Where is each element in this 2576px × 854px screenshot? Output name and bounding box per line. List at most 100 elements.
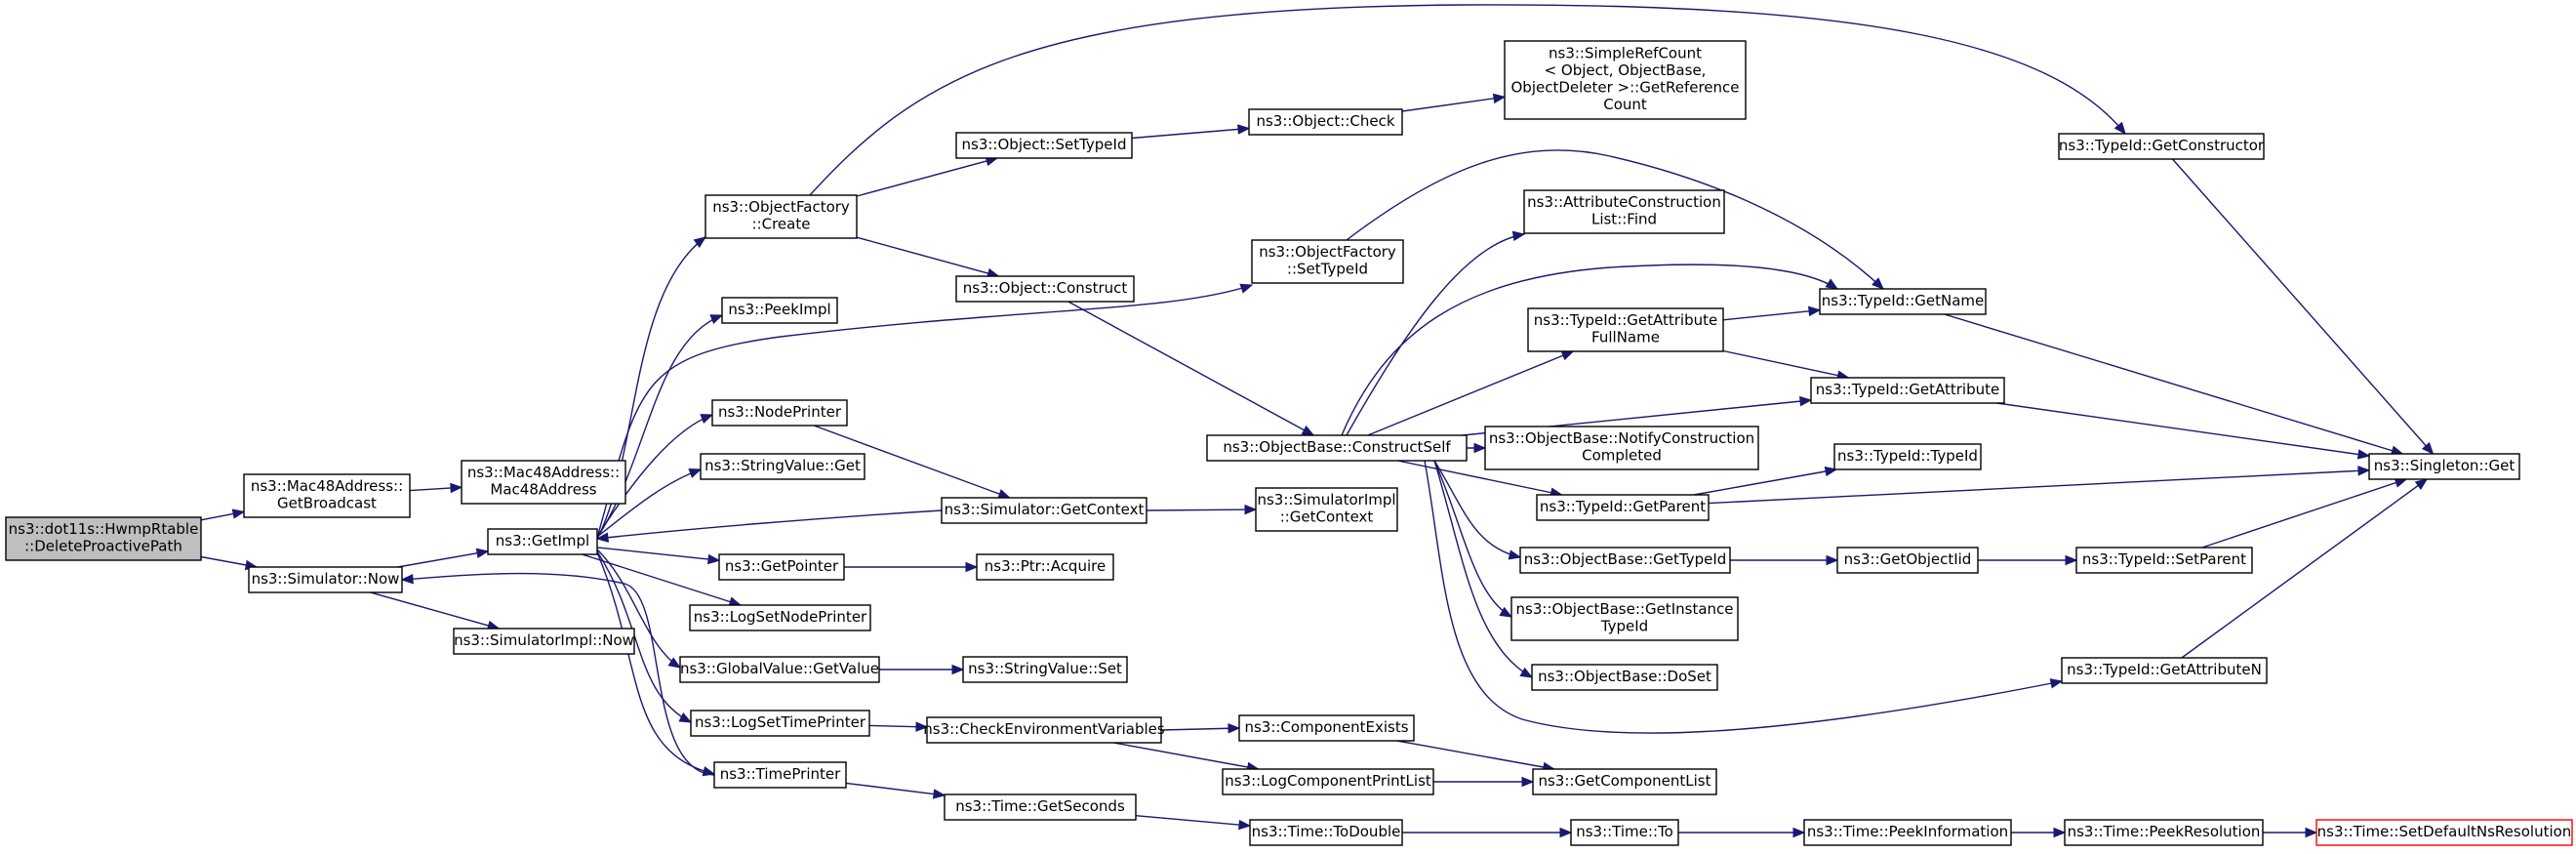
edge-obconstructself-to-tidgetattributen: [1424, 460, 2064, 734]
node-label: ns3::ObjectBase::NotifyConstruction: [1489, 429, 1754, 447]
node-label: ns3::CheckEnvironmentVariables: [923, 720, 1165, 738]
arrowhead-icon: [932, 789, 946, 799]
node-logsettimeprinter[interactable]: ns3::LogSetTimePrinter: [690, 710, 870, 737]
arrowhead-icon: [1492, 93, 1507, 104]
node-logcompprintlist[interactable]: ns3::LogComponentPrintList: [1222, 768, 1434, 795]
edge-ofcreate-to-objconstruct: [856, 236, 1000, 279]
node-timepeekresolution[interactable]: ns3::Time::PeekResolution: [2064, 819, 2264, 846]
node-timesetdefaultns[interactable]: ns3::Time::SetDefaultNsResolution: [2315, 819, 2573, 846]
arrowhead-icon: [693, 236, 707, 249]
node-nodeprinter[interactable]: ns3::NodePrinter: [711, 399, 848, 427]
edge-line: [2171, 158, 2435, 455]
node-tidtypeid[interactable]: ns3::TypeId::TypeId: [1833, 443, 1982, 470]
edge-line: [1146, 508, 1257, 511]
node-box: [976, 553, 1114, 581]
node-obnotifyconstr[interactable]: ns3::ObjectBase::NotifyConstructionCompl…: [1484, 426, 1759, 470]
arrowhead-icon: [1560, 350, 1575, 361]
node-obdoset[interactable]: ns3::ObjectBase::DoSet: [1531, 664, 1718, 691]
node-box: [1238, 714, 1415, 742]
edge-line: [596, 509, 943, 540]
node-mac48ctor[interactable]: ns3::Mac48Address::Mac48Address: [461, 460, 626, 505]
node-ptracquire[interactable]: ns3::Ptr::Acquire: [976, 553, 1114, 581]
node-box: [944, 793, 1137, 821]
edge-getimpl-to-logsettimeprinter: [596, 550, 693, 723]
node-tidgetconstructor[interactable]: ns3::TypeId::GetConstructor: [2058, 133, 2265, 160]
node-label: ns3::TypeId::GetParent: [1540, 498, 1706, 515]
node-tidgetattribute[interactable]: ns3::TypeId::GetAttribute: [1810, 377, 2005, 404]
node-componentexists[interactable]: ns3::ComponentExists: [1238, 714, 1415, 742]
node-label: ns3::PeekImpl: [728, 301, 830, 318]
node-simimplnow[interactable]: ns3::SimulatorImpl::Now: [453, 628, 635, 655]
node-getcomponentlist[interactable]: ns3::GetComponentList: [1532, 768, 1717, 795]
node-getbroadcast[interactable]: ns3::Mac48Address::GetBroadcast: [243, 473, 411, 518]
node-tidgetparent[interactable]: ns3::TypeId::GetParent: [1536, 494, 1710, 521]
node-label: ns3::Time::GetSeconds: [955, 797, 1125, 815]
node-tidsetparent[interactable]: ns3::TypeId::SetParent: [2075, 547, 2253, 574]
node-tidgetattributen[interactable]: ns3::TypeId::GetAttributeN: [2061, 657, 2268, 684]
node-ofcreate[interactable]: ns3::ObjectFactory::Create: [704, 194, 858, 239]
edge-line: [596, 284, 1253, 539]
node-box: [718, 553, 845, 581]
node-box: [248, 566, 403, 593]
node-gvgetvalue[interactable]: ns3::GlobalValue::GetValue: [679, 656, 880, 683]
node-timegetseconds[interactable]: ns3::Time::GetSeconds: [944, 793, 1137, 821]
node-simnow[interactable]: ns3::Simulator::Now: [248, 566, 403, 593]
node-stringvalget[interactable]: ns3::StringValue::Get: [700, 453, 865, 480]
node-obconstructself[interactable]: ns3::ObjectBase::ConstructSelf: [1206, 434, 1468, 462]
node-box: [690, 710, 870, 737]
node-label: ns3::TimePrinter: [720, 765, 841, 783]
edge-line: [856, 236, 999, 277]
node-objcheck[interactable]: ns3::Object::Check: [1248, 108, 1403, 136]
node-tidgetname[interactable]: ns3::TypeId::GetName: [1819, 288, 1987, 315]
node-simgetcontext[interactable]: ns3::Simulator::GetContext: [941, 497, 1147, 524]
node-box: [2315, 819, 2573, 846]
node-label: ns3::TypeId::SetParent: [2082, 550, 2246, 568]
edge-logsettimeprinter-to-checkenv: [868, 721, 929, 732]
edge-objsettypeid-to-objcheck: [1131, 124, 1251, 140]
node-label: ns3::StringValue::Get: [704, 457, 861, 474]
node-stringvalset[interactable]: ns3::StringValue::Set: [962, 656, 1128, 683]
arrowhead-icon: [1792, 827, 1806, 838]
edge-line: [809, 4, 2126, 196]
node-peekimpl[interactable]: ns3::PeekImpl: [721, 297, 838, 324]
arrowhead-icon: [1521, 776, 1535, 788]
node-timetodouble[interactable]: ns3::Time::ToDouble: [1249, 819, 1403, 846]
arrowhead-icon: [1519, 667, 1534, 678]
edge-timepeekinfo-to-timepeekresolution: [2011, 827, 2067, 838]
node-simplerefcount[interactable]: ns3::SimpleRefCount< Object, ObjectBase,…: [1504, 40, 1747, 120]
edge-ofcreate-to-objsettypeid: [856, 155, 999, 197]
edge-line: [1708, 469, 2370, 505]
node-box: [243, 473, 411, 518]
arrowhead-icon: [951, 664, 965, 675]
node-timeto[interactable]: ns3::Time::To: [1570, 819, 1679, 846]
edge-line: [1944, 313, 2403, 455]
edge-tidgetconstructor-to-singletonget: [2171, 158, 2435, 455]
node-timeprinter[interactable]: ns3::TimePrinter: [713, 761, 847, 789]
node-logsetnodeprinter[interactable]: ns3::LogSetNodePrinter: [689, 604, 871, 631]
node-objconstruct[interactable]: ns3::Object::Construct: [955, 275, 1135, 303]
node-root[interactable]: ns3::dot11s::HwmpRtable::DeleteProactive…: [5, 516, 202, 561]
edge-timeto-to-timepeekinfo: [1678, 827, 1806, 838]
node-box: [1836, 547, 1979, 574]
node-singletonget[interactable]: ns3::Singleton::Get: [2368, 453, 2520, 480]
node-simimplgetcontext[interactable]: ns3::SimulatorImpl::GetContext: [1255, 487, 1398, 532]
edge-obgettypeid-to-getobjectiid: [1730, 554, 1839, 566]
node-checkenv[interactable]: ns3::CheckEnvironmentVariables: [923, 716, 1165, 744]
arrowhead-icon: [1473, 442, 1487, 454]
node-objsettypeid[interactable]: ns3::Object::SetTypeId: [955, 132, 1133, 159]
arrowhead-icon: [1508, 549, 1522, 560]
node-ofsettypeid[interactable]: ns3::ObjectFactory::SetTypeId: [1251, 239, 1404, 284]
node-getpointer[interactable]: ns3::GetPointer: [718, 553, 845, 581]
edge-getbroadcast-to-mac48ctor: [409, 482, 463, 494]
node-getimpl[interactable]: ns3::GetImpl: [487, 528, 598, 555]
node-getobjectiid[interactable]: ns3::GetObjectIid: [1836, 547, 1979, 574]
node-timepeekinfo[interactable]: ns3::Time::PeekInformation: [1803, 819, 2012, 846]
node-label: ns3::GetObjectIid: [1844, 550, 1972, 568]
edge-obconstructself-to-obdoset: [1433, 460, 1534, 678]
node-label: ns3::Ptr::Acquire: [985, 557, 1106, 575]
node-obgettypeid[interactable]: ns3::ObjectBase::GetTypeId: [1519, 547, 1731, 574]
edge-tidgetattrfullname-to-tidgetattribute: [1722, 349, 1850, 381]
